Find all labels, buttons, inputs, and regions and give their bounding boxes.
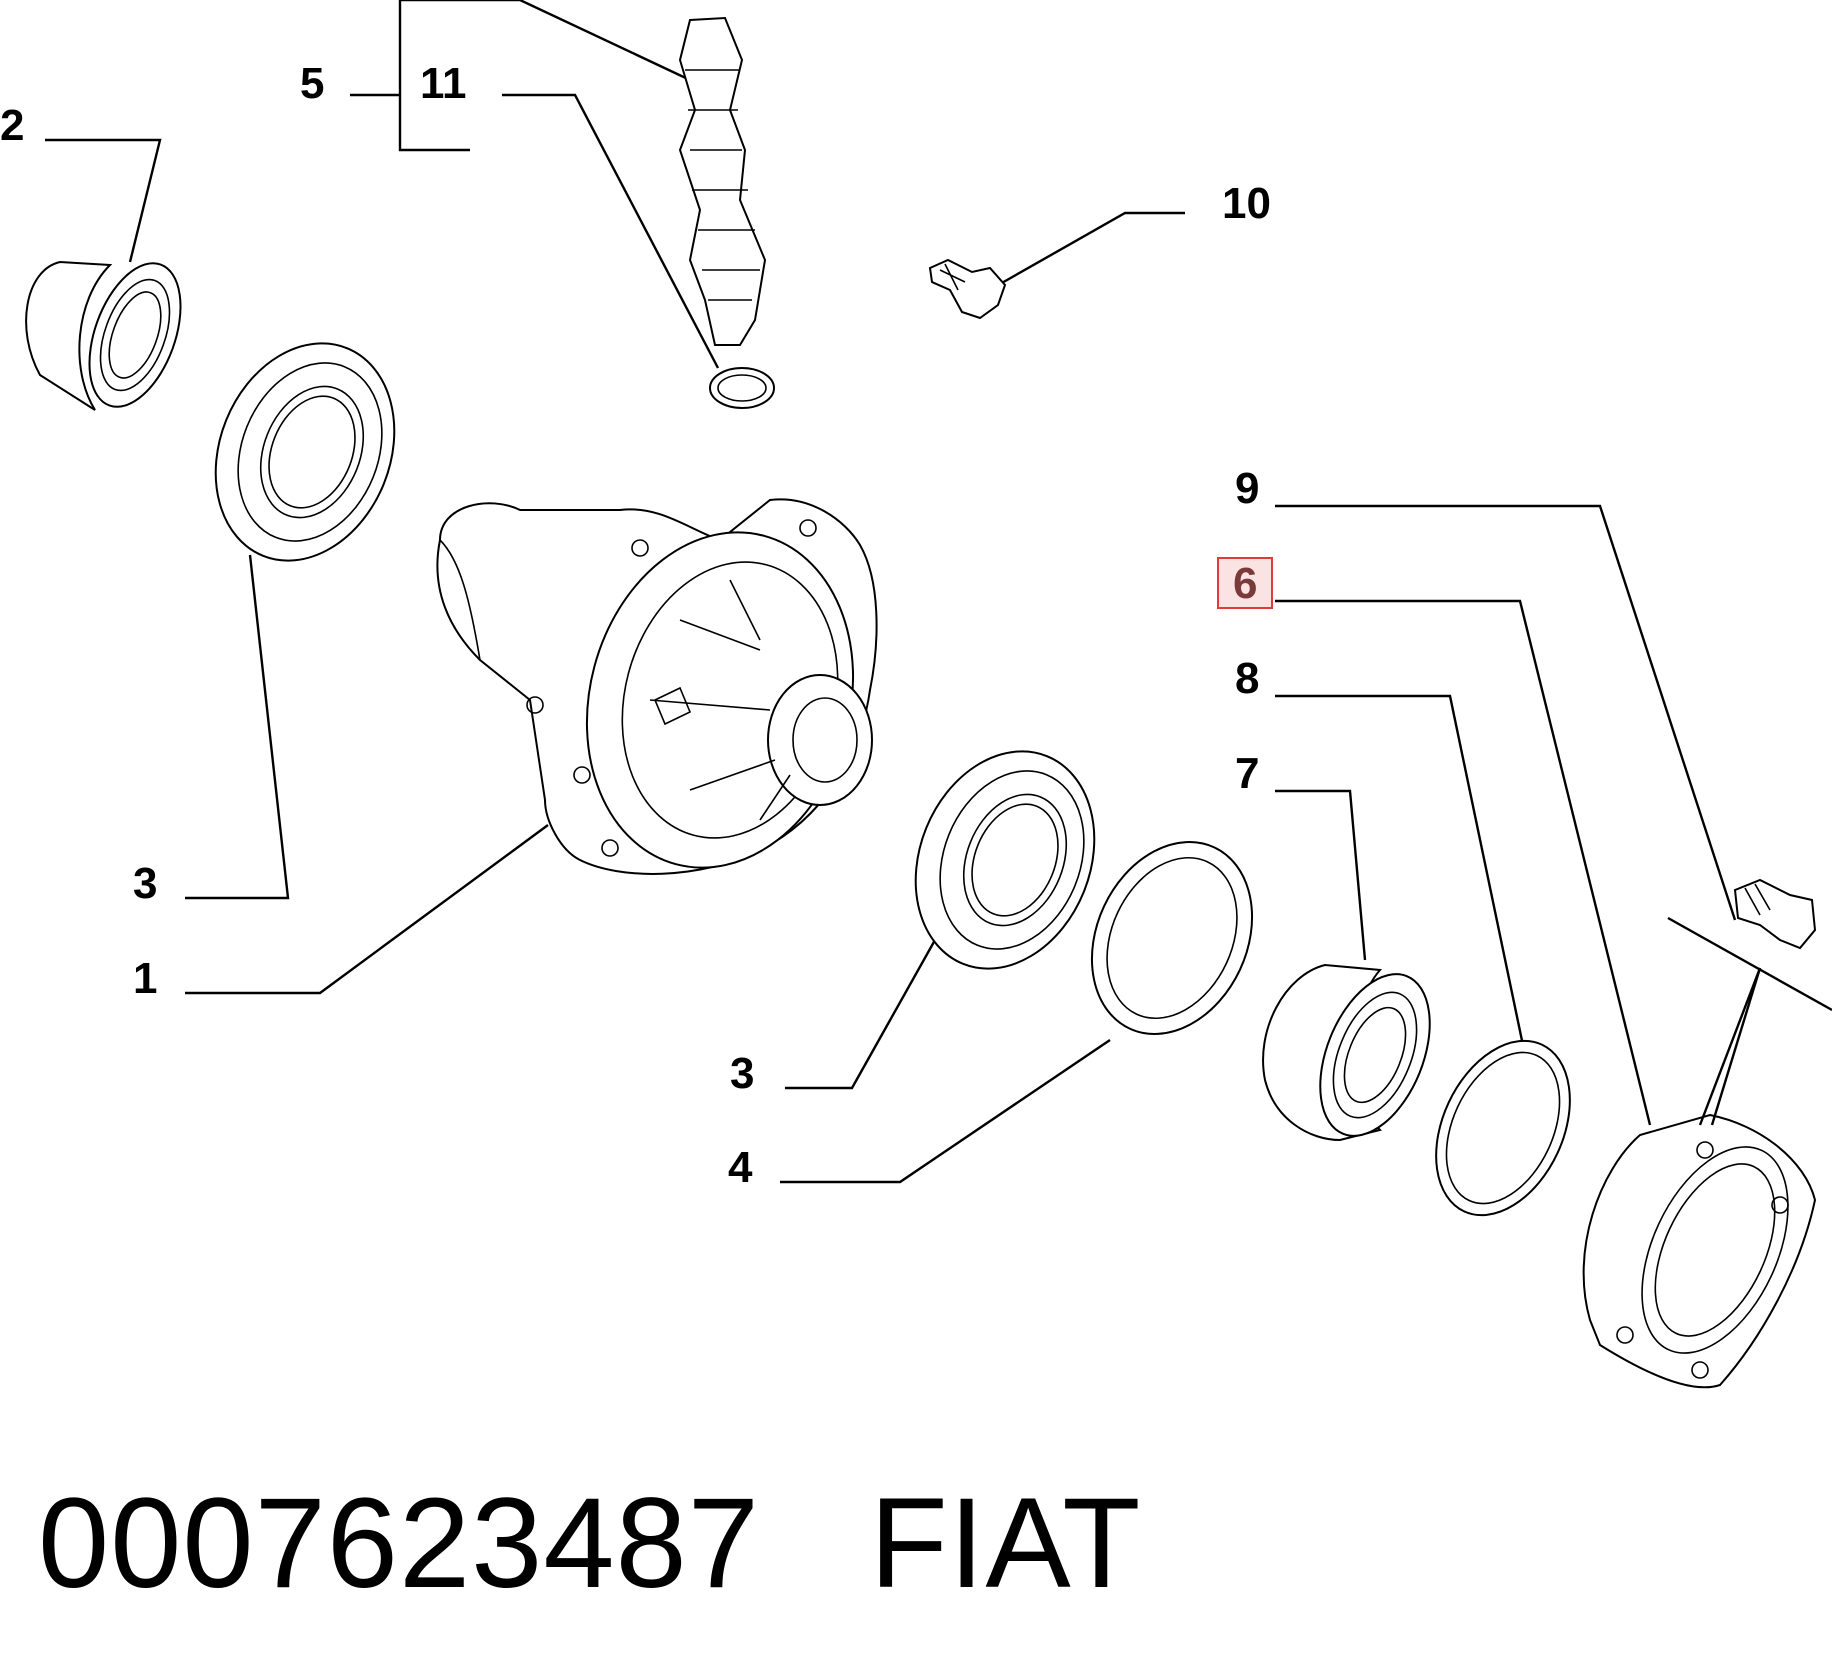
callout-4: 4: [728, 1143, 753, 1192]
callout-6-highlight: [1217, 557, 1273, 609]
callout-3-right: 3: [730, 1049, 754, 1098]
screw-part-10: [928, 258, 1007, 320]
differential-housing-part-1: [436, 498, 878, 875]
callout-10: 10: [1222, 179, 1271, 228]
bearing-small-part-2: [25, 260, 182, 411]
callout-8: 8: [1235, 654, 1259, 703]
callout-9: 9: [1235, 464, 1259, 513]
roller-bearing-right-part-3: [914, 750, 1096, 970]
o-ring-part-11: [709, 367, 775, 409]
callout-2: 2: [0, 101, 24, 150]
callout-7: 7: [1235, 749, 1259, 798]
seal-ring-part-4: [1090, 840, 1254, 1036]
part-number-caption: 0007623487 FIAT: [38, 1470, 1141, 1617]
drive-shaft-part-5: [678, 16, 767, 346]
callout-labels: 2 5 11 10 9 6 8 7 3 1 3 4: [0, 59, 1273, 1192]
bolt-part-9: [1667, 878, 1832, 1126]
leader-lines: [45, 0, 1737, 1184]
brand-name: FIAT: [869, 1472, 1142, 1615]
gasket-ring-part-8: [1435, 1039, 1571, 1217]
callout-11: 11: [420, 59, 467, 108]
roller-bearing-left-part-3: [214, 342, 396, 562]
callout-1: 1: [133, 954, 157, 1003]
callout-3-left: 3: [133, 859, 157, 908]
part-number: 0007623487: [38, 1472, 760, 1615]
callout-5: 5: [300, 59, 324, 108]
bearing-small-part-7: [1262, 963, 1431, 1142]
callout-6: 6: [1233, 559, 1257, 608]
flange-cover-part-6: [1582, 1113, 1817, 1389]
